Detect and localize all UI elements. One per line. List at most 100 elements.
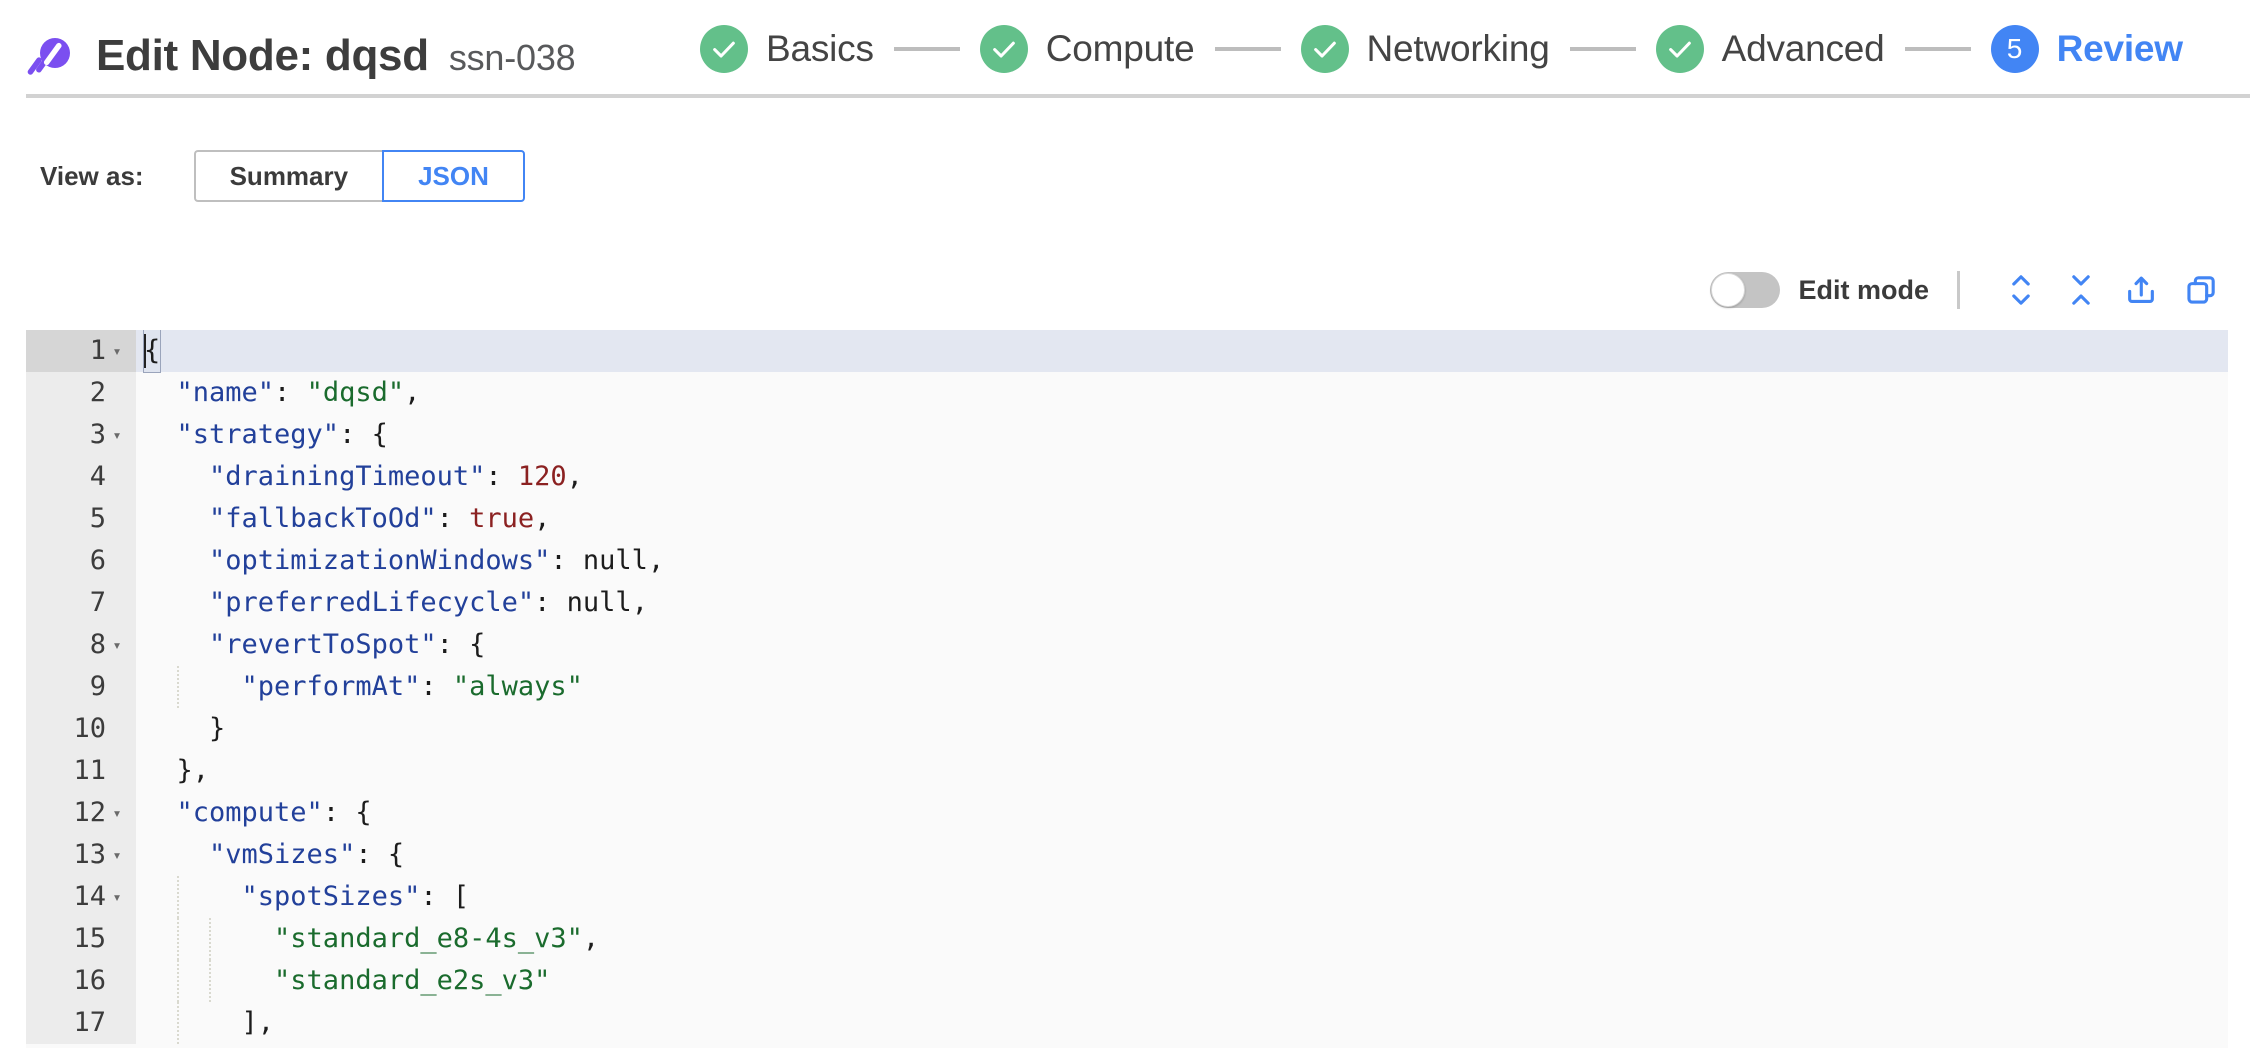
code-line[interactable]: 11 }, [26,750,2228,792]
code-line[interactable]: 17 ], [26,1002,2228,1044]
code-line-text: "fallbackToOd": true, [136,498,2228,540]
page-title: Edit Node: dqsd ssn-038 [96,31,576,81]
code-token: "name" [144,377,275,408]
step-networking-check-icon [1300,25,1349,73]
view-as-summary-button[interactable]: Summary [193,150,383,202]
code-line[interactable]: 5 "fallbackToOd": true, [26,498,2228,540]
line-number-gutter: 15 [26,918,136,960]
code-line[interactable]: 6 "optimizationWindows": null, [26,540,2228,582]
fold-toggle-icon[interactable]: ▾ [112,804,122,822]
page-title-main: Edit Node: dqsd [96,30,429,80]
indent-guide [209,918,211,960]
step-compute[interactable]: Compute [979,25,1195,73]
code-token: , [631,587,648,618]
line-number-gutter: 4 [26,456,136,498]
code-line[interactable]: 10 } [26,708,2228,750]
code-line[interactable]: 9 "performAt": "always" [26,666,2228,708]
line-number-gutter: 8▾ [26,624,136,666]
code-token: "strategy" [144,419,340,450]
code-line-text: } [136,708,2228,750]
step-advanced-check-icon [1655,25,1704,73]
code-line[interactable]: 14 ▾ "spotSizes": [ [26,876,2228,918]
page-header: Edit Node: dqsd ssn-038 Basics Compute N… [0,0,2250,125]
indent-guide [209,960,211,1002]
line-number-gutter: 9 [26,666,136,708]
line-number-gutter: 12▾ [26,792,136,834]
code-line[interactable]: 13▾ "vmSizes": { [26,834,2228,876]
view-as-json-button[interactable]: JSON [382,150,525,202]
collapse-all-button[interactable] [2054,265,2108,315]
line-number: 9 [89,671,106,702]
line-number-gutter: 17 [26,1002,136,1044]
code-token: "optimizationWindows" [144,545,551,576]
code-line-text: "preferredLifecycle": null, [136,582,2228,624]
code-line[interactable]: 16 "standard_e2s_v3" [26,960,2228,1002]
code-token: , [566,461,583,492]
editor-toolbar: Edit mode [1710,262,2228,318]
json-code-editor[interactable]: 1▾{2 "name": "dqsd",3▾ "strategy": {4 "d… [26,330,2228,1048]
code-line[interactable]: 8▾ "revertToSpot": { [26,624,2228,666]
code-line-text: "revertToSpot": { [136,624,2228,666]
line-number: 2 [89,377,106,408]
line-number-gutter: 16 [26,960,136,1002]
fold-toggle-icon[interactable]: ▾ [112,426,122,444]
export-button[interactable] [2114,265,2168,315]
text-cursor [144,334,146,368]
code-token: : { [322,797,372,828]
edit-mode-toggle[interactable] [1710,272,1781,308]
expand-all-icon [2012,275,2030,305]
line-number: 11 [73,755,106,786]
line-number: 14 [73,881,106,912]
line-number: 13 [73,839,106,870]
line-number-gutter: 13 ▾ [26,834,136,876]
code-line[interactable]: 3▾ "strategy": { [26,414,2228,456]
step-review-badge: 5 [1990,25,2039,73]
code-line[interactable]: 12▾ "compute": { [26,792,2228,834]
line-number: 17 [73,1007,106,1038]
code-line[interactable]: 4 "drainingTimeout": 120, [26,456,2228,498]
code-line-text: "optimizationWindows": null, [136,540,2228,582]
step-basics[interactable]: Basics [700,25,874,73]
code-token: "vmSizes" [144,839,356,870]
wizard-stepper: Basics Compute Networking Advanced [700,0,2183,98]
code-token: null [566,587,632,618]
copy-button[interactable] [2174,265,2228,315]
code-token: true [469,503,535,534]
step-review-label: Review [2056,28,2184,69]
line-number: 5 [89,503,106,534]
code-token: "dqsd" [306,377,405,408]
code-line-text: "spotSizes": [ [136,876,2228,918]
code-token: "standard_e2s_v3" [144,965,551,996]
code-token: : [550,545,583,576]
line-number-gutter: 2 [26,372,136,414]
code-line[interactable]: 15 "standard_e8-4s_v3", [26,918,2228,960]
fold-toggle-icon[interactable]: ▾ [112,846,122,864]
code-line-text: "performAt": "always" [136,666,2228,708]
line-number-gutter: 3▾ [26,414,136,456]
step-review[interactable]: 5 Review [1990,25,2184,73]
code-line-text: "standard_e2s_v3" [136,960,2228,1002]
fold-toggle-icon[interactable]: ▾ [112,636,122,654]
code-token: }, [144,755,210,786]
code-token: "standard_e8-4s_v3" [144,923,583,954]
code-line[interactable]: 2 "name": "dqsd", [26,372,2228,414]
spot-logo-icon [27,37,70,75]
code-line-text: { [136,330,2228,373]
view-as-row: View as: Summary JSON [0,150,525,202]
fold-toggle-icon[interactable]: ▾ [112,888,122,906]
indent-guide [176,1002,179,1044]
code-line-text: "compute": { [136,792,2228,834]
code-line[interactable]: 7 "preferredLifecycle": null, [26,582,2228,624]
view-as-label: View as: [40,160,144,191]
step-connector-4 [1904,47,1971,51]
step-compute-check-icon [979,25,1028,73]
fold-toggle-icon[interactable]: ▾ [112,342,122,360]
edit-mode-label: Edit mode [1798,274,1929,305]
step-advanced[interactable]: Advanced [1655,25,1885,73]
header-divider [26,94,2250,98]
step-networking[interactable]: Networking [1300,25,1550,73]
line-number-gutter: 5 [26,498,136,540]
expand-all-button[interactable] [1994,265,2048,315]
edit-mode-toggle-knob [1711,273,1746,307]
code-line[interactable]: 1▾{ [26,330,2228,373]
